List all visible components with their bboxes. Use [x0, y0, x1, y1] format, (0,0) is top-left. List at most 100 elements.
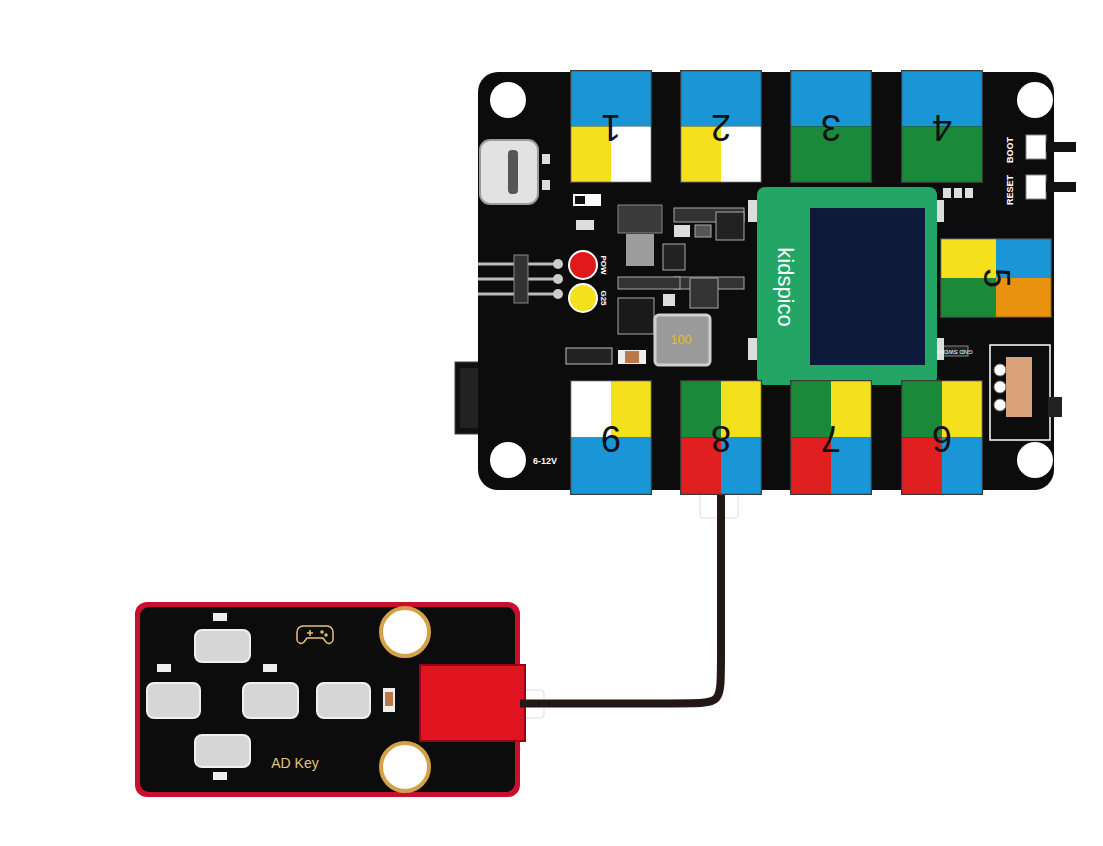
port-socket: 4: [901, 70, 983, 183]
decor-shape: [695, 225, 711, 237]
port-number: 7: [821, 420, 841, 456]
port-outline: [791, 381, 872, 495]
decor-shape: [213, 613, 227, 621]
decor-shape: [213, 772, 227, 780]
decor-shape: [553, 289, 563, 299]
inductor-marking: 100: [670, 333, 692, 346]
decor-shape: [748, 338, 758, 360]
decor-shape: [490, 442, 526, 478]
decor-shape: [381, 743, 429, 791]
decor-shape: [618, 277, 680, 289]
decor-shape: [385, 692, 393, 706]
port-outline: [902, 381, 983, 495]
decor-shape: [508, 150, 518, 194]
decor-shape: [321, 631, 323, 633]
decor-shape: [1017, 442, 1053, 478]
decor-shape: [618, 350, 646, 364]
board-label: POW: [599, 255, 607, 274]
port-number: 5: [978, 268, 1014, 288]
decor-shape: [1048, 397, 1062, 417]
decor-shape: [383, 688, 395, 712]
decor-shape: [553, 274, 563, 284]
decor-shape: [553, 259, 563, 269]
decor-shape: [569, 284, 597, 312]
decor-shape: [480, 140, 538, 204]
decor-shape: [690, 278, 718, 308]
decor-shape: [1046, 182, 1076, 192]
decor-shape: [490, 82, 526, 118]
port-socket: 6: [901, 380, 983, 495]
decor-shape: [1046, 142, 1076, 152]
board-label: RESET: [1006, 175, 1015, 205]
cable: [520, 495, 721, 703]
port-outline: [902, 71, 983, 183]
decor-shape: [994, 381, 1006, 393]
port-socket: 9: [570, 380, 652, 495]
port-socket: 7: [790, 380, 872, 495]
decor-shape: [542, 180, 550, 190]
board-label: G25: [599, 290, 607, 305]
decor-shape: [757, 187, 937, 385]
decor-shape: [1026, 175, 1046, 199]
board-label: BOOT: [1006, 137, 1015, 163]
decor-shape: [195, 735, 250, 767]
controller-board: BOOTRESETPOWG256-12V1234kidspico59876: [478, 72, 1054, 490]
decor-shape: [1026, 135, 1046, 159]
decor-shape: [994, 364, 1006, 376]
decor-shape: [297, 626, 333, 643]
port-socket: 8: [680, 380, 762, 495]
port-socket: 3: [790, 70, 872, 183]
port-socket: 1: [570, 70, 652, 183]
decor-shape: [307, 630, 313, 636]
decor-shape: [514, 255, 528, 303]
board-label: AD Key: [271, 756, 318, 770]
pin-label: GND SWDIO: [937, 349, 972, 355]
decor-shape: [575, 196, 585, 204]
decor-shape: [943, 188, 951, 198]
ad-key-module-body: [135, 602, 525, 797]
decor-shape: [663, 294, 675, 306]
decor-shape: [618, 205, 662, 233]
board-label: 6-12V: [533, 457, 557, 466]
decor-shape: [243, 683, 298, 718]
decor-shape: [460, 368, 480, 428]
port-number: 9: [601, 420, 621, 456]
port-outline: [681, 381, 762, 495]
port-number: 6: [932, 420, 952, 456]
decor-shape: [674, 225, 690, 237]
decor-shape: [147, 630, 370, 767]
decor-shape: [748, 200, 758, 222]
ad-key-module: AD Key: [135, 602, 520, 797]
decor-shape: [195, 630, 250, 662]
decor-shape: [994, 399, 1006, 411]
port-socket: 5: [940, 238, 1052, 318]
decor-shape: [478, 72, 1054, 490]
decor-shape: [990, 345, 1050, 440]
port-number: 1: [601, 109, 621, 145]
port-number: 8: [711, 420, 731, 456]
decor-shape: [655, 315, 710, 365]
port-outline: [791, 71, 872, 183]
decor-shape: [147, 683, 200, 718]
port-outline: [571, 71, 652, 183]
decor-shape: [157, 613, 395, 780]
decor-shape: [317, 683, 370, 718]
decor-shape: [626, 234, 654, 266]
decor-shape: [157, 664, 171, 672]
decor-shape: [663, 244, 685, 270]
decor-shape: [965, 188, 973, 198]
decor-shape: [566, 348, 612, 364]
decor-shape: [542, 154, 550, 164]
decor-shape: [297, 626, 333, 643]
decor-shape: [810, 208, 925, 365]
port-number: 4: [932, 109, 952, 145]
decor-shape: [325, 634, 327, 636]
decor-shape: [625, 351, 639, 363]
port-outline: [681, 71, 762, 183]
decor-shape: [1017, 82, 1053, 118]
decor-shape: [618, 298, 654, 334]
decor-shape: [420, 665, 525, 741]
decor-shape: [381, 608, 429, 656]
board-label: kidspico: [774, 247, 796, 326]
